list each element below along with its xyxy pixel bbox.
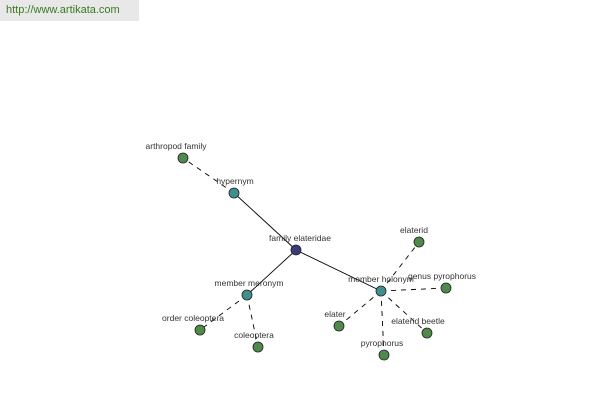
graph-nodes: [177, 152, 452, 361]
node-relation-member-holonym[interactable]: [375, 285, 387, 297]
label-term-elaterid-beetle: elaterid beetle: [391, 316, 445, 326]
label-term-elater: elater: [324, 309, 345, 319]
node-term-coleoptera[interactable]: [252, 341, 264, 353]
node-term-elaterid[interactable]: [413, 236, 425, 248]
edge-center-to-hypernym: [233, 192, 297, 251]
node-term-genus-pyrophorus[interactable]: [440, 282, 452, 294]
node-term-order-coleoptera[interactable]: [194, 324, 206, 336]
edge-member-meronym-to-coleoptera: [246, 294, 259, 348]
label-term-pyrophorus: pyrophorus: [361, 338, 404, 348]
edge-member-holonym-to-genus-pyrophorus: [380, 287, 447, 292]
node-term-arthropod-family[interactable]: [177, 152, 189, 164]
label-term-genus-pyrophorus: genus pyrophorus: [408, 271, 476, 281]
edge-hypernym-to-arthropod-family: [182, 157, 235, 194]
label-center: family elateridae: [269, 233, 331, 243]
graph-labels: family elateridae hypernym arthropod famil…: [146, 141, 477, 348]
edge-center-to-member-meronym: [246, 249, 297, 296]
site-url-link[interactable]: http://www.artikata.com: [0, 0, 139, 21]
node-center[interactable]: [290, 244, 302, 256]
edge-member-holonym-to-elaterid: [380, 241, 420, 292]
label-relation-member-holonym: member holonym: [348, 274, 414, 284]
label-relation-member-meronym: member meronym: [215, 278, 284, 288]
label-relation-hypernym: hypernym: [216, 176, 253, 186]
graph-edges: [182, 157, 447, 356]
label-term-order-coleoptera: order coleoptera: [162, 313, 224, 323]
edge-member-holonym-to-elaterid-beetle: [380, 290, 428, 334]
node-relation-member-meronym[interactable]: [241, 289, 253, 301]
node-term-pyrophorus[interactable]: [378, 349, 390, 361]
node-term-elaterid-beetle[interactable]: [421, 327, 433, 339]
label-term-coleoptera: coleoptera: [234, 330, 274, 340]
node-term-elater[interactable]: [333, 320, 345, 332]
edge-member-holonym-to-pyrophorus: [380, 290, 385, 356]
label-term-elaterid: elaterid: [400, 225, 428, 235]
node-relation-hypernym[interactable]: [228, 187, 240, 199]
edge-center-to-member-holonym: [295, 249, 382, 292]
label-term-arthropod-family: arthropod family: [146, 141, 208, 151]
